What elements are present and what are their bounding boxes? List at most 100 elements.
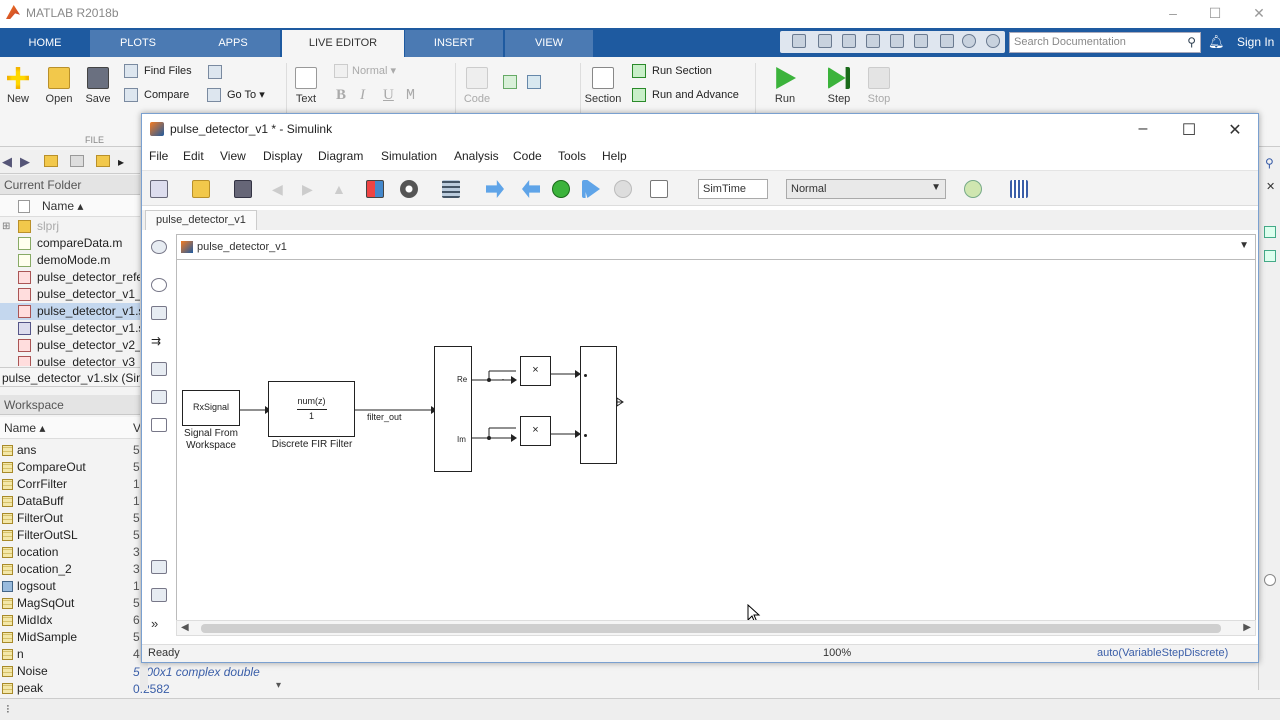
step-backward-icon[interactable] <box>522 180 540 198</box>
search-icon[interactable]: ⚲ <box>1265 156 1274 170</box>
path-chevron-icon[interactable]: ▸ <box>118 155 125 169</box>
table-row[interactable]: CompareOut <box>0 459 140 476</box>
more-icon[interactable] <box>986 34 1000 48</box>
forward-arrow-icon[interactable]: ▶ <box>20 154 30 169</box>
compare-button[interactable]: Compare <box>124 86 189 104</box>
tab-plots[interactable]: PLOTS <box>90 30 186 57</box>
up-icon[interactable]: ▲ <box>332 181 346 197</box>
simulation-mode-select[interactable]: Normal ▼ <box>786 179 946 199</box>
list-item[interactable]: pulse_detector_v3 <box>0 354 140 366</box>
style-dropdown[interactable]: Normal ▾ <box>334 62 396 80</box>
menu-tools[interactable]: Tools <box>558 149 587 163</box>
block-diagram-canvas[interactable]: RxSignal Signal From Workspace num(z) 1 … <box>176 260 1256 620</box>
minimize-icon[interactable]: – <box>1138 120 1148 137</box>
tab-live-editor[interactable]: LIVE EDITOR <box>282 30 404 57</box>
maximize-icon[interactable]: ☐ <box>1208 5 1222 21</box>
table-row[interactable]: Noise <box>0 663 290 680</box>
table-row[interactable]: FilterOut <box>0 510 140 527</box>
annotation-icon[interactable] <box>151 362 167 376</box>
table-row[interactable]: MidSample <box>0 629 140 646</box>
table-row[interactable]: ans <box>0 442 140 459</box>
back-arrow-icon[interactable]: ◀ <box>2 154 12 169</box>
stop-time-input[interactable]: SimTime <box>698 179 768 199</box>
run-section-button[interactable]: Run Section <box>632 62 712 80</box>
area-icon[interactable] <box>151 418 167 432</box>
sign-in-link[interactable]: Sign In <box>1237 35 1275 49</box>
list-item[interactable]: pulse_detector_v1.s <box>0 303 140 320</box>
underline-button[interactable]: U <box>383 87 394 103</box>
menu-code[interactable]: Code <box>513 149 542 163</box>
table-row[interactable]: MidIdx <box>0 612 140 629</box>
details-bar[interactable]: pulse_detector_v1.slx (Sim <box>0 367 140 387</box>
browse-icon[interactable] <box>70 155 84 167</box>
run-button[interactable]: Run <box>770 67 800 105</box>
table-row[interactable]: FilterOutSL <box>0 527 140 544</box>
open-button[interactable]: Open <box>44 67 74 105</box>
up-folder-icon[interactable] <box>44 155 58 167</box>
name-column-header[interactable]: Name ▴ <box>42 199 84 213</box>
find-files-button[interactable]: Find Files <box>124 62 192 80</box>
expand-icon[interactable]: ⊞ <box>2 221 11 232</box>
menu-simulation[interactable]: Simulation <box>381 149 438 163</box>
help-icon[interactable] <box>962 34 976 48</box>
scrollbar-thumb[interactable] <box>201 624 1221 633</box>
text-button[interactable]: Text <box>292 67 320 105</box>
list-item[interactable]: pulse_detector_v1_t <box>0 286 140 303</box>
menu-view[interactable]: View <box>220 149 246 163</box>
paste-icon[interactable] <box>866 34 880 48</box>
minimize-icon[interactable]: – <box>1169 5 1177 21</box>
list-item[interactable]: demoMode.m <box>0 252 140 269</box>
format-icon[interactable] <box>527 75 541 89</box>
menu-help[interactable]: Help <box>602 149 627 163</box>
table-row[interactable]: logsout <box>0 578 140 595</box>
tab-home[interactable]: HOME <box>28 37 62 49</box>
table-row[interactable]: n <box>0 646 140 663</box>
list-item[interactable]: pulse_detector_v1.s <box>0 320 140 337</box>
scroll-left-icon[interactable]: ◀ <box>181 622 189 633</box>
up-arrow-icon[interactable] <box>208 65 222 79</box>
run-icon[interactable] <box>552 180 570 198</box>
product-block[interactable]: × <box>520 416 551 446</box>
notification-bell-icon[interactable]: 🔔︎ <box>1208 34 1225 49</box>
table-row[interactable]: location <box>0 544 140 561</box>
panel-icon[interactable] <box>1264 226 1276 238</box>
section-button[interactable]: Section <box>584 67 622 105</box>
list-item[interactable]: ⊞slprj <box>0 218 140 235</box>
scroll-right-icon[interactable]: ▶ <box>1243 622 1251 633</box>
signal-icon[interactable] <box>151 588 167 602</box>
list-item[interactable]: pulse_detector_refe <box>0 269 140 286</box>
panel-icon[interactable] <box>1264 250 1276 262</box>
back-icon[interactable]: ◀ <box>272 181 283 197</box>
image-icon[interactable] <box>151 390 167 404</box>
tab-apps[interactable]: APPS <box>186 30 280 57</box>
save-icon[interactable] <box>234 180 252 198</box>
new-model-icon[interactable] <box>150 180 168 198</box>
percent-icon[interactable] <box>503 75 517 89</box>
close-icon[interactable]: ✕ <box>1266 181 1276 193</box>
step-back-icon[interactable] <box>486 180 504 198</box>
discrete-fir-filter-block[interactable]: num(z) 1 <box>268 381 355 437</box>
table-row[interactable]: CorrFilter <box>0 476 140 493</box>
menu-edit[interactable]: Edit <box>183 149 204 163</box>
expand-icon[interactable]: » <box>151 616 159 631</box>
bold-button[interactable]: B <box>336 87 347 103</box>
documentation-search-input[interactable]: Search Documentation ⚲ <box>1009 32 1201 53</box>
menu-display[interactable]: Display <box>263 149 303 163</box>
folder-icon[interactable] <box>96 155 110 167</box>
italic-button[interactable]: I <box>360 87 365 103</box>
model-browser-icon[interactable] <box>151 560 167 574</box>
list-item[interactable]: compareData.m <box>0 235 140 252</box>
zoom-icon[interactable] <box>151 278 167 292</box>
chevron-down-icon[interactable]: ▾ <box>276 680 282 691</box>
stop-button[interactable]: Stop <box>864 67 894 105</box>
go-to-button[interactable]: Go To ▾ <box>207 86 265 104</box>
complex-to-real-imag-block[interactable]: Re Im <box>434 346 472 472</box>
tab-insert[interactable]: INSERT <box>405 30 503 57</box>
chevron-down-icon[interactable]: ▼ <box>1239 240 1249 251</box>
forward-icon[interactable]: ▶ <box>302 181 313 197</box>
model-advisor-icon[interactable] <box>964 180 982 198</box>
table-row[interactable]: location_2 <box>0 561 140 578</box>
menu-analysis[interactable]: Analysis <box>454 149 499 163</box>
search-icon[interactable]: ⚲ <box>1187 35 1196 49</box>
value-column-header[interactable]: V <box>133 421 142 435</box>
